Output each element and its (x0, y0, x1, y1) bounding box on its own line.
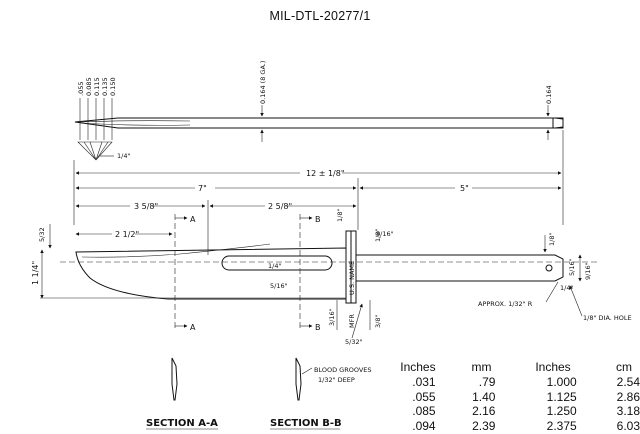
cell: .085 (412, 404, 436, 419)
section-b-distance-label: 2 5/8" (268, 202, 292, 211)
top-view: .055 0.085 0.115 0.135 0.150 1/4" 0.164 … (74, 61, 564, 161)
overall-length-label: 12 ± 1/8" (306, 169, 345, 178)
tang-dim: 1/8" (548, 233, 556, 246)
tip-drop-left: 5/32 (38, 227, 46, 242)
section-a-distance-label: 3 5/8" (134, 202, 158, 211)
cell: .055 (412, 389, 436, 404)
guard-dim: 1/8" (374, 229, 382, 242)
dimension-lines: 12 ± 1/8" 7" 5" 3 5/8" 2 5/8" 2 1/2" (73, 130, 564, 255)
cell: .79 (478, 375, 496, 390)
bevel-angle-label: 1/4" (117, 152, 130, 160)
section-b-mark-top: B (315, 215, 321, 224)
guard-dim: 5/16" (376, 230, 394, 238)
fuller-height-label: 1/4" (268, 262, 281, 270)
marking-mfr: MFR (348, 314, 356, 328)
section-a-view: SECTION A-A (146, 357, 218, 430)
cell: 3.18 (616, 404, 640, 419)
section-a-label: SECTION A-A (146, 418, 218, 429)
tang-dim: 5/16" (568, 258, 576, 276)
blade-width-label: 1 1/4" (31, 261, 40, 285)
tip-drop-label: 5/32" (345, 338, 363, 346)
guard-dim: 3/8" (374, 315, 382, 328)
guard-dim: 1/8" (336, 209, 344, 222)
fuller-width-label: 5/16" (270, 282, 288, 290)
section-a-mark-bottom: A (190, 323, 196, 332)
thickness-labels: .055 0.085 0.115 0.135 0.150 (77, 77, 117, 96)
thickness-label: 0.115 (93, 77, 101, 96)
table-row: .031 .79 1.000 2.54 (398, 375, 640, 390)
section-b-view: BLOOD GROOVES 1/32" DEEP SECTION B-B (270, 357, 372, 430)
tang-thickness-label: 0.164 (8 GA.) (259, 61, 267, 104)
thickness-label: 0.135 (101, 77, 109, 96)
table-row: .094 2.39 2.375 6.03 (398, 419, 640, 434)
cell: 2.16 (472, 404, 496, 419)
cell: .031 (412, 375, 436, 390)
header-inches-2: Inches (535, 359, 571, 374)
header-mm: mm (471, 359, 492, 374)
tip-thickness-label: 0.164 (545, 85, 553, 104)
table-row: .085 2.16 1.250 3.18 (398, 404, 640, 419)
section-markers: A A B B (174, 214, 321, 332)
header-cm: cm (616, 359, 632, 374)
side-view: 5/32 1 1/4" 1/4" 5/16" 1/8" 1/8" 5/16" 3… (31, 209, 632, 346)
fuller-distance-label: 2 1/2" (115, 230, 139, 239)
table-row: .055 1.40 1.125 2.86 (398, 390, 640, 405)
handle-length-label: 5" (460, 184, 469, 193)
thickness-leaders (77, 98, 113, 161)
thickness-label: .055 (77, 82, 85, 96)
document-title: MIL-DTL-20277/1 (269, 9, 371, 23)
marking-us-name: U.S. NAME (348, 261, 356, 295)
cell: 2.86 (616, 389, 640, 404)
hole-radius-note: APPROX. 1/32" R (478, 300, 533, 308)
conversion-table: Inches mm Inches cm .031 .79 1.000 2.54 … (398, 359, 640, 433)
blood-grooves-depth: 1/32" DEEP (318, 376, 355, 384)
cell: 1.000 (546, 375, 577, 390)
blood-grooves-note: BLOOD GROOVES (314, 366, 372, 374)
cell: 6.03 (616, 418, 640, 433)
header-inches: Inches (400, 359, 436, 374)
guard-dim: 3/16" (328, 308, 336, 326)
cell: 1.250 (546, 404, 577, 419)
cell: .094 (412, 418, 436, 433)
blade-length-label: 7" (198, 184, 207, 193)
cell: 2.375 (546, 418, 577, 433)
section-b-label: SECTION B-B (270, 418, 342, 429)
cell: 2.54 (616, 375, 640, 390)
table-header-row: Inches mm Inches cm (398, 359, 640, 375)
thickness-label: 0.150 (109, 77, 117, 96)
tang-dim: 9/16" (584, 262, 592, 280)
hole-note: 1/8" DIA. HOLE (583, 314, 632, 322)
section-b-mark-bottom: B (315, 323, 321, 332)
thickness-label: 0.085 (85, 77, 93, 96)
section-a-mark-top: A (190, 215, 196, 224)
cell: 1.40 (472, 389, 496, 404)
cell: 1.125 (546, 389, 577, 404)
tang-dim: 1/4" (560, 284, 573, 292)
cell: 2.39 (472, 418, 496, 433)
